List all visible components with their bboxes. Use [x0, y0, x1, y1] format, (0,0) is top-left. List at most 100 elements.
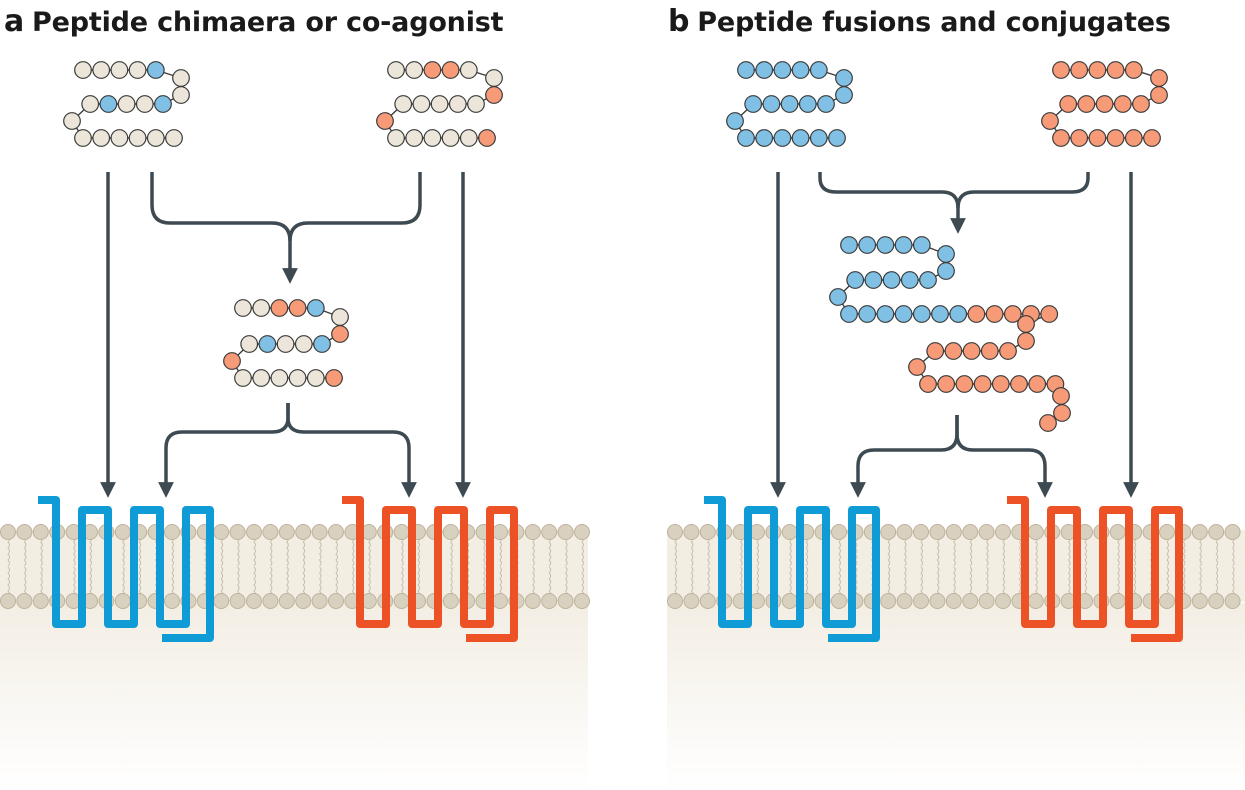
amino-acid-bead: [252, 369, 271, 387]
amino-acid-bead: [146, 61, 165, 79]
lipid-tail: [532, 535, 535, 567]
panel-a-title-text: Peptide chimaera or co-agonist: [32, 7, 504, 38]
peptide-a-chimaera: [223, 299, 349, 387]
lipid-head: [246, 524, 262, 540]
lipid-tail: [674, 535, 677, 567]
lipid-tail: [707, 566, 710, 598]
lipid-head: [524, 593, 541, 609]
arrow-a-split-right: [286, 403, 417, 498]
lipid-tail: [1199, 566, 1202, 598]
lipid-head: [442, 524, 459, 540]
amino-acid-bead: [394, 95, 413, 113]
amino-acid-bead: [1143, 129, 1161, 147]
amino-acid-bead: [135, 95, 154, 113]
lipid-head: [880, 524, 897, 540]
lipid-head: [978, 593, 995, 609]
lipid-tail: [72, 566, 76, 598]
amino-acid-bead: [1028, 375, 1047, 393]
peptide-a-left: [63, 61, 190, 147]
arrow-b-split-left: [850, 415, 959, 498]
amino-acid-bead: [737, 129, 755, 147]
lipid-tail: [171, 566, 174, 598]
peptide-b-fusion: [829, 236, 1071, 432]
peptide-b-blue: [726, 61, 853, 147]
lipid-tail: [499, 535, 502, 567]
lipid-tail: [838, 566, 841, 598]
amino-acid-bead: [1124, 129, 1143, 147]
lipid-tail: [690, 535, 694, 567]
lipid-tail: [269, 535, 273, 567]
lipid-tail: [23, 535, 27, 567]
amino-acid-bead: [973, 375, 992, 393]
lipid-head: [311, 593, 328, 609]
lipid-head: [114, 524, 131, 540]
lipid-tail: [1117, 566, 1120, 598]
amino-acid-bead: [376, 112, 394, 130]
amino-acid-bead: [809, 61, 828, 79]
lipid-tail: [838, 535, 841, 567]
lipid-tail: [1084, 566, 1087, 598]
amino-acid-bead: [798, 95, 817, 113]
lipid-tail: [887, 535, 891, 567]
amino-acid-bead: [773, 61, 792, 79]
amino-acid-bead: [74, 129, 92, 147]
lipid-tail: [1067, 535, 1071, 567]
amino-acid-bead: [128, 61, 147, 79]
lipid-tail: [253, 535, 256, 567]
amino-acid-bead: [412, 95, 431, 113]
lipid-head: [557, 524, 574, 540]
amino-acid-bead: [773, 129, 792, 147]
amino-acid-bead: [1150, 69, 1168, 87]
lipid-tail: [564, 566, 568, 598]
lipid-head: [880, 593, 897, 609]
lipid-tail: [318, 566, 322, 598]
amino-acid-bead: [919, 375, 937, 393]
lipid-tail: [23, 566, 27, 598]
amino-acid-bead: [755, 129, 774, 147]
lipid-tail: [953, 535, 956, 567]
amino-acid-bead: [1039, 414, 1057, 432]
arrow-b-merge-left: [818, 172, 966, 234]
amino-acid-bead: [172, 69, 190, 87]
amino-acid-bead: [944, 342, 963, 360]
lipid-tail: [1231, 535, 1235, 567]
amino-acid-bead: [926, 342, 945, 360]
amino-acid-bead: [146, 129, 165, 147]
lipid-tail: [548, 535, 552, 567]
lipid-tail: [302, 566, 306, 598]
amino-acid-bead: [1052, 387, 1070, 405]
lipid-head: [683, 593, 700, 609]
amino-acid-bead: [270, 369, 289, 387]
lipid-tail: [482, 566, 486, 598]
receptor-blue-b: [704, 496, 880, 642]
lipid-head: [524, 524, 541, 540]
lipid-tail: [903, 566, 907, 598]
lipid-tail: [318, 535, 322, 567]
lipid-head: [262, 593, 279, 609]
lipid-head: [278, 524, 295, 540]
lipid-tail: [236, 566, 240, 598]
lipid-head: [229, 524, 246, 540]
amino-acid-bead: [240, 335, 259, 353]
lipid-head: [896, 593, 913, 609]
lipid-tail: [1067, 566, 1071, 598]
amino-acid-bead: [430, 95, 449, 113]
lipid-tail: [1084, 535, 1087, 567]
receptor-orange-b: [1007, 496, 1183, 642]
amino-acid-bead: [172, 86, 190, 104]
lipid-tail: [400, 566, 404, 598]
lipid-tail: [220, 535, 224, 567]
lipid-head: [699, 593, 716, 609]
lipid-tail: [7, 566, 10, 598]
lipid-head: [962, 524, 979, 540]
amino-acid-bead: [485, 86, 503, 104]
lipid-head: [295, 524, 312, 540]
lipid-tail: [1018, 566, 1022, 598]
lipid-head: [1208, 593, 1225, 609]
amino-acid-bead: [882, 271, 901, 289]
lipid-head: [164, 524, 180, 540]
amino-acid-bead: [894, 305, 913, 323]
lipid-head: [1027, 524, 1044, 540]
lipid-head: [557, 593, 574, 609]
